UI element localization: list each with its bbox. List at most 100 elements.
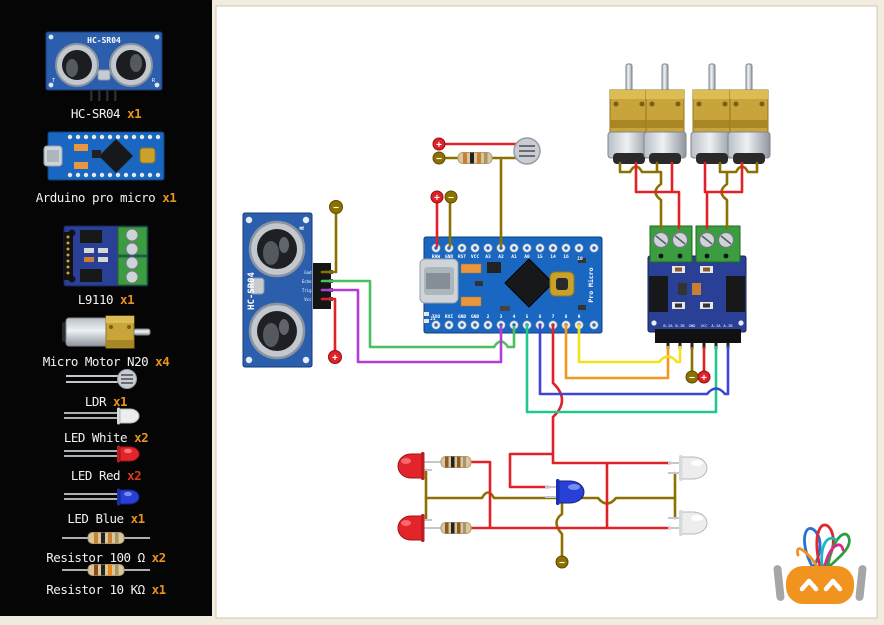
sidebar-item-l9110[interactable]: L9110 x1 [0, 224, 212, 307]
wire-vcc-hcsr04 [320, 297, 337, 353]
led-white-2[interactable] [668, 510, 708, 536]
pin-label: 14 [550, 254, 556, 260]
sidebar-item-arduino[interactable]: Arduino pro micro x1 [0, 126, 212, 205]
part-label: Resistor 10 KΩ x1 [46, 582, 167, 597]
pin-label: TXO [432, 314, 441, 320]
l9110-board[interactable]: B-IA B-IB GND VCC A-IA A-IB [647, 225, 747, 349]
wire-ground-hcsr04 [320, 211, 338, 274]
pin-label: RXI [445, 314, 454, 320]
led-blue[interactable] [545, 479, 585, 505]
pin-label: GND [471, 314, 480, 320]
part-label: LED White x2 [63, 430, 149, 445]
sidebar-item-resistor-100[interactable]: Resistor 100 Ω x2 [0, 530, 212, 565]
power-minus-badge: − [444, 190, 458, 204]
sidebar-item-motor[interactable]: Micro Motor N20 x4 [0, 314, 212, 369]
sidebar-item-ldr[interactable]: LDR x1 [0, 368, 212, 409]
motors-group [607, 63, 771, 164]
micro-motor-4[interactable] [727, 63, 771, 164]
driver-pin-label: B-IB [675, 323, 685, 328]
part-label: Resistor 100 Ω x2 [46, 550, 167, 565]
svg-text:−: − [333, 203, 339, 214]
resistor-thumbnail [62, 532, 150, 544]
driver-pin-label: GND [689, 323, 697, 328]
wire-red-led-net [469, 323, 672, 530]
led-red-2[interactable] [397, 514, 441, 542]
l9110-thumbnail [63, 225, 149, 287]
wire-ground-led-drop [555, 496, 564, 558]
resistor-100-2[interactable] [440, 522, 472, 534]
robot-head [786, 566, 854, 604]
svg-text:T: T [52, 78, 55, 84]
part-label: LED Blue x1 [67, 511, 146, 526]
pin-label: A3 [485, 254, 491, 260]
svg-text:+: + [436, 140, 442, 151]
led-red-1[interactable] [397, 452, 441, 480]
power-badges: − + + − + − − + [328, 137, 711, 569]
hcsr04-title: HC-SR04 [247, 271, 257, 310]
hcsr04-pin-trig: Trig [302, 288, 312, 293]
driver-pin-label: A-IB [723, 323, 733, 328]
part-count: x1 [120, 292, 135, 307]
part-count: x2 [134, 430, 149, 445]
robot-eye-right [823, 578, 843, 592]
wire-ground-motors-left [618, 161, 663, 230]
svg-text:+: + [332, 353, 338, 364]
led-white-1[interactable] [668, 455, 708, 481]
part-count: x1 [127, 106, 142, 121]
driver-pin-label: A-IA [711, 323, 721, 328]
sidebar-item-led-red[interactable]: LED Red x2 [0, 444, 212, 483]
pin-label: GND [445, 254, 454, 260]
sidebar-item-resistor-10k[interactable]: Resistor 10 KΩ x1 [0, 562, 212, 597]
wires [320, 142, 759, 558]
arduino-board[interactable]: RAW GND RST VCC A3 A2 A1 A0 15 14 16 10 … [419, 236, 603, 334]
resistor-100-1[interactable] [440, 456, 472, 468]
pin-label: 5 [526, 314, 529, 320]
hcsr04-pin-echo: Echo [302, 279, 312, 284]
robot-eye-left [799, 578, 819, 592]
svg-text:R: R [152, 78, 156, 84]
circuito-logo [773, 523, 867, 604]
svg-text:−: − [559, 558, 565, 569]
pin-label: 15 [537, 254, 543, 260]
pin-label: 7 [552, 314, 555, 320]
pin-label: 4 [513, 314, 516, 320]
pin-label: 16 [563, 254, 569, 260]
part-count: x1 [162, 190, 177, 205]
part-label: Arduino pro micro x1 [35, 190, 177, 205]
motor-thumbnail [62, 315, 151, 349]
power-minus-badge: − [555, 555, 569, 569]
pin-label: RAW [432, 254, 441, 260]
part-count: x1 [130, 511, 146, 526]
micro-motor-1[interactable] [607, 63, 651, 164]
sidebar-item-led-white[interactable]: LED White x2 [0, 406, 212, 445]
driver-pin-label: VCC [701, 323, 708, 328]
micro-motor-2[interactable] [643, 63, 687, 164]
led-red-thumbnail [64, 445, 140, 463]
power-minus-badge: − [685, 370, 699, 384]
ldr-component[interactable] [457, 137, 541, 165]
sidebar-item-led-blue[interactable]: LED Blue x1 [0, 487, 212, 526]
svg-text:+: + [434, 193, 440, 204]
resistor-thumbnail [62, 564, 150, 576]
part-count: x1 [151, 582, 167, 597]
driver-pin-label: B-IA [663, 323, 673, 328]
wire-trig-pin3 [320, 288, 503, 364]
power-minus-badge: − [432, 151, 446, 165]
pin-label: A0 [524, 254, 530, 260]
hcsr04-pin-vcc: Vcc [304, 297, 312, 302]
led-blue-thumbnail [64, 488, 140, 506]
power-plus-badge: + [432, 137, 446, 151]
pin-label: 10 [577, 256, 583, 262]
part-count: x2 [151, 550, 167, 565]
pin-label: A2 [498, 254, 504, 260]
arduino-side-label: Pro Micro [587, 267, 595, 302]
pin-label: RST [458, 254, 467, 260]
pin-label: VCC [471, 254, 480, 260]
wire-ground-led-rail-left [424, 491, 558, 500]
hcsr04-board[interactable]: HC-SR04 R Gnd Echo Trig Vcc [242, 212, 333, 368]
wire-pin6-aib [538, 323, 730, 396]
micro-motor-3[interactable] [690, 63, 734, 164]
